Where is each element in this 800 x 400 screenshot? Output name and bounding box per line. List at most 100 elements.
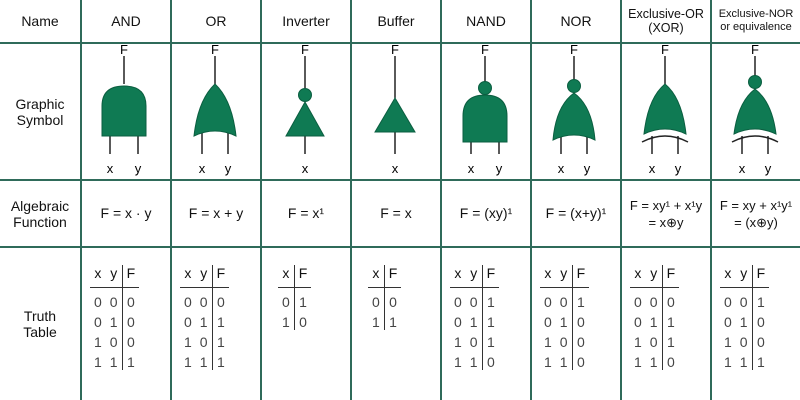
column-divider: [710, 0, 712, 400]
truth-table-cell: 0: [649, 294, 658, 310]
truth-table-header: F: [121, 265, 140, 288]
truth-table-cell: 1: [544, 334, 552, 350]
truth-table-cell: 1: [481, 287, 500, 310]
input-x-label: x: [468, 161, 475, 176]
output-label: F: [570, 44, 578, 57]
column-divider: [80, 0, 82, 400]
truth-table-cell: 1: [383, 310, 402, 330]
truth-table-cell: 0: [469, 334, 478, 350]
truth-table-cell: 1: [559, 314, 568, 330]
inverter-gate-symbol: F x: [262, 44, 350, 179]
truth-table-cell: 0: [559, 334, 568, 350]
input-y-label: y: [225, 161, 232, 176]
truth-table-header: F: [211, 265, 230, 288]
function-buffer: F = x: [380, 205, 412, 221]
truth-table-cell: 0: [634, 314, 642, 330]
input-x-label: x: [739, 161, 746, 176]
header-or: OR: [205, 13, 227, 29]
truth-table-header: F: [571, 265, 590, 288]
function-xor: F = xy¹ + x¹y = x⊕y: [622, 181, 710, 246]
truth-table-cell: 1: [649, 314, 658, 330]
truth-table-cell: 1: [184, 354, 192, 370]
input-x-label: x: [199, 161, 206, 176]
function-xnor-line1: F = xy + x¹y¹: [719, 197, 793, 213]
truth-table-cell: 0: [293, 310, 312, 330]
truth-table-cell: 0: [571, 350, 590, 370]
truth-table-cell: 1: [649, 354, 658, 370]
truth-table-cell: 1: [571, 287, 590, 310]
truth-table-cell: 0: [739, 334, 748, 350]
truth-table-cell: 0: [454, 314, 462, 330]
truth-table-cell: 1: [724, 354, 732, 370]
truth-table-cell: 1: [751, 350, 770, 370]
truth-table-cell: 1: [544, 354, 552, 370]
truth-table-cell: 1: [724, 334, 732, 350]
truth-table-cell: 1: [293, 287, 312, 310]
truth-table-cell: 0: [121, 330, 140, 350]
input-y-label: y: [584, 161, 591, 176]
function-nand: F = (xy)¹: [459, 205, 513, 221]
truth-table-cell: 1: [751, 287, 770, 310]
truth-table-header: x: [180, 265, 196, 288]
header-name: Name: [21, 13, 59, 29]
truth-table-cell: 1: [454, 354, 462, 370]
truth-table-header: y: [645, 265, 663, 288]
xor-gate-symbol: F x y: [622, 44, 710, 179]
input-y-label: y: [675, 161, 682, 176]
column-divider: [170, 0, 172, 400]
truth-table-header: x: [720, 265, 736, 288]
truth-table-cell: 1: [559, 354, 568, 370]
truth-table-cell: 1: [661, 310, 680, 330]
truth-table-cell: 0: [559, 294, 568, 310]
truth-table-cell: 0: [724, 314, 732, 330]
truth-table-cell: 0: [94, 294, 102, 310]
truth-table-cell: 1: [211, 330, 230, 350]
truth-table-cell: 0: [121, 310, 140, 330]
truth-table-cell: 0: [282, 294, 290, 310]
output-label: F: [211, 44, 219, 57]
output-label: F: [661, 44, 669, 57]
truth-table-cell: 1: [199, 314, 208, 330]
input-x-label: x: [392, 161, 399, 176]
truth-table-cell: 1: [184, 334, 192, 350]
truth-table-header: F: [661, 265, 680, 288]
truth-table-cell: 0: [661, 350, 680, 370]
truth-table-cell: 0: [544, 314, 552, 330]
input-x-label: x: [649, 161, 656, 176]
input-y-label: y: [765, 161, 772, 176]
input-x-label: x: [302, 161, 309, 176]
or-gate-symbol: F x y: [172, 44, 260, 179]
truth-table-cell: 0: [634, 294, 642, 310]
xnor-gate-symbol: F x y: [712, 44, 800, 179]
truth-table-cell: 0: [199, 334, 208, 350]
truth-table-header: x: [630, 265, 646, 288]
truth-table-cell: 1: [454, 334, 462, 350]
row-divider: [0, 179, 800, 181]
function-xnor-line2: = (x⊕y): [734, 214, 778, 230]
truth-table-cell: 0: [109, 334, 118, 350]
truth-table-cell: 1: [372, 314, 380, 330]
function-inverter: F = x¹: [287, 205, 325, 221]
truth-table-cell: 0: [454, 294, 462, 310]
header-xnor: Exclusive-NOR or equivalence: [718, 8, 794, 33]
truth-table-cell: 0: [94, 314, 102, 330]
output-label: F: [391, 44, 399, 57]
truth-table-cell: 0: [383, 287, 402, 310]
truth-table-header: y: [555, 265, 573, 288]
truth-table-cell: 1: [121, 350, 140, 370]
